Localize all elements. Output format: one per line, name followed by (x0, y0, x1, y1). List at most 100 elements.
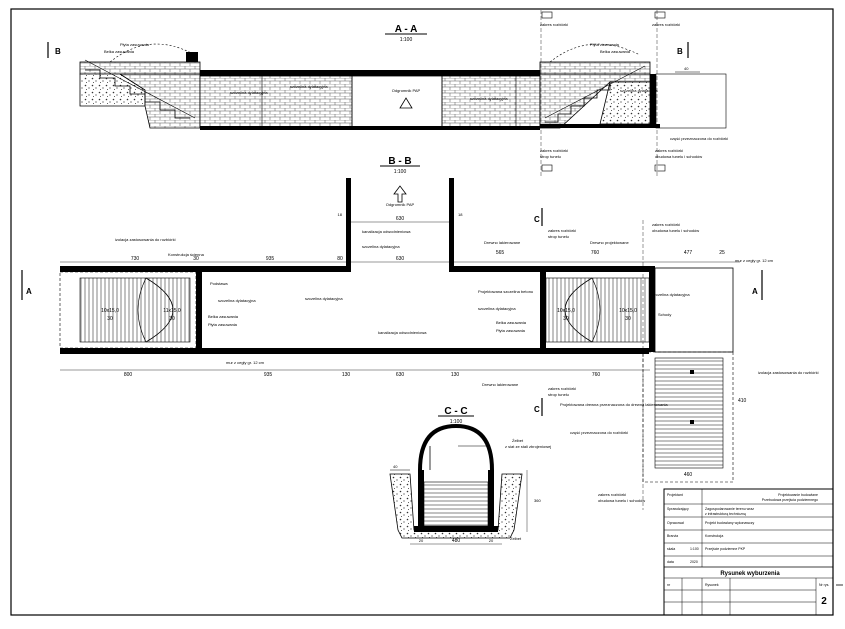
stair-right-a-n: 30 (563, 316, 569, 322)
label-szczelina-bb-5: szczelina dylatacyjna (652, 292, 690, 297)
label-belka-bb: Belka zasuwania (208, 314, 239, 319)
marker-a-left: A (26, 287, 32, 296)
corridor-wall-top-left (60, 266, 351, 272)
label-strop-aa: strop tunelu (540, 154, 561, 159)
level-right: 40 (684, 66, 689, 71)
marker-c-top: C (534, 215, 540, 224)
label-konstrukcja: Konstrukcja ścienna (168, 252, 205, 257)
label-belka-left: Belka zasuwania (104, 49, 135, 54)
label-odgromnik-aa: Odgromnik PAP (392, 88, 421, 93)
dim-cc-20-right: 20 (489, 538, 494, 543)
stair-left-a-n: 30 (107, 316, 113, 322)
label-zakres-bb: zakres rozbiórki (548, 228, 576, 233)
section-cc-scale: 1:100 (450, 419, 463, 425)
label-obudowa-bb-2: obudowa tunelu i schodów (598, 498, 645, 503)
tb-data-label: data (667, 560, 674, 564)
dim-935-bottom: 935 (264, 372, 273, 378)
tb-data-value: 2020 (690, 560, 698, 564)
label-zakres-top-2: zakres rozbiórki (652, 22, 680, 27)
dim-130-left: 130 (342, 372, 351, 378)
label-szczelina-bb-2: szczelina dylatacyjna (305, 296, 343, 301)
cc-wall-right (488, 470, 494, 530)
marker-b-right: B (677, 47, 683, 56)
dim-800: 800 (124, 372, 133, 378)
stair-right-b: 10x15,0 (619, 308, 637, 314)
right-arch-plan (564, 277, 593, 343)
dim-cc-20-left: 20 (419, 538, 424, 543)
left-arch-plan (145, 277, 174, 343)
label-cc-level: 40 (393, 464, 398, 469)
label-szczelina-aa-3: szczelina dylatacyjna (470, 96, 508, 101)
stair-left-b-n: 30 (169, 316, 175, 322)
section-aa: A - A 1:100 B B Płyta zasuwania Belka za… (47, 10, 728, 178)
tb-nr-rys: Nr rys. (819, 583, 829, 587)
tb-r2: Przebudowa przejścia podziemnego (762, 498, 818, 502)
left-arch-dashed (109, 43, 196, 63)
label-kanalizacja-2: kanalizacja odwodnieniowa (378, 330, 427, 335)
label-belka-right: Belka zasuwania (600, 49, 631, 54)
label-cc-zelbet: Żelbet (510, 536, 522, 541)
label-zakres-top-1: zakres rozbiórki (540, 22, 568, 27)
dim-477: 477 (684, 250, 693, 256)
dim-760-top: 760 (591, 250, 600, 256)
label-drewno-lak-2: Drewno lakierowane (482, 382, 519, 387)
label-odgromnik-bb: Odgromnik PAP (386, 202, 415, 207)
lower-stair-zone (642, 351, 734, 483)
label-mur-bottom: mur z cegły gr. 12 cm (226, 360, 265, 365)
tb-nr: nr (667, 583, 671, 587)
label-szczelina-aa-1: szczelina dylatacyjna (230, 90, 268, 95)
section-cc: C - C 1:100 Żelbet z siat ze stali zbroj… (389, 406, 551, 545)
stair-left-b: 11x15,0 (163, 308, 181, 314)
tb-rysunek: Rysunek (705, 583, 719, 587)
label-izolacja-bb: izolacja zastosowania do rozbiórki (115, 237, 176, 242)
label-plyta-right: Płyta zasuwania (590, 42, 620, 47)
label-zakres-bb-2: zakres rozbiórki (652, 222, 680, 227)
label-stal: z siat ze stali zbrojeniowej (505, 444, 551, 449)
label-drewno-lak: Drewno lakierowane (484, 240, 521, 245)
odgromnik-symbol (399, 97, 413, 109)
label-zakres-aa: zakres rozbiórki (540, 148, 568, 153)
label-belka-bb-2: Belka zasuwania (496, 320, 527, 325)
dim-460: 460 (684, 472, 693, 478)
tb-skala-value: 1:100 (690, 547, 699, 551)
tb-r1: Projektowanie budowlane (778, 493, 818, 497)
tb-sheet-number: 2 (821, 596, 827, 607)
right-existing-block (655, 73, 727, 129)
stair-right-a: 10x15,0 (557, 308, 575, 314)
label-mur-right: mur z cegły gr. 12 cm (735, 258, 774, 263)
dim-565: 565 (496, 250, 505, 256)
right-outer-block (654, 267, 734, 353)
cc-soil (389, 473, 523, 539)
tb-r6: Przejście podziemne PKP (705, 547, 746, 551)
cc-stairs (423, 481, 489, 527)
label-zakres-bb-4: zakres rozbiórki (598, 492, 626, 497)
label-szczelina-bb-3: szczelina dylatacyjna (362, 244, 400, 249)
cc-wall-left (418, 470, 424, 530)
dim-410: 410 (738, 398, 747, 404)
dim-80-top: 80 (337, 256, 343, 262)
marker-b-left: B (55, 47, 61, 56)
corridor-wall-top-right (449, 266, 649, 272)
dim-935-top: 935 (266, 256, 275, 262)
section-aa-title: A - A (395, 24, 418, 35)
right-stair-profile (545, 82, 611, 123)
label-izolacja-right: izolacja zastosowania do rozbiórki (758, 370, 819, 375)
tb-r5: Projekt budowlany wykonawczy (705, 521, 754, 525)
label-drewno-proj: Drewno projektowane (590, 240, 629, 245)
label-czesc-bb: część przeznaczona do rozbiórki (570, 430, 628, 435)
label-plyta-bb: Płyta zasuwania (208, 322, 238, 327)
branch-wall-left (346, 178, 351, 268)
label-zakres-bb-3: zakres rozbiórki (548, 386, 576, 391)
marker-c-bottom: C (534, 405, 540, 414)
left-parapet (79, 61, 201, 75)
marker-a-right: A (752, 287, 758, 296)
label-szczelina-right: szczelina dylatacyjna (620, 88, 658, 93)
dim-18-right: 18 (458, 212, 463, 217)
section-cc-title: C - C (444, 406, 467, 417)
label-plyta-bb-2: Płyta zasuwania (496, 328, 526, 333)
label-szczelina-bb-4: szczelina dylatacyjna (478, 306, 516, 311)
stair-right-b-n: 30 (625, 316, 631, 322)
left-stair-zone (59, 271, 197, 349)
dim-760-bottom: 760 (592, 372, 601, 378)
